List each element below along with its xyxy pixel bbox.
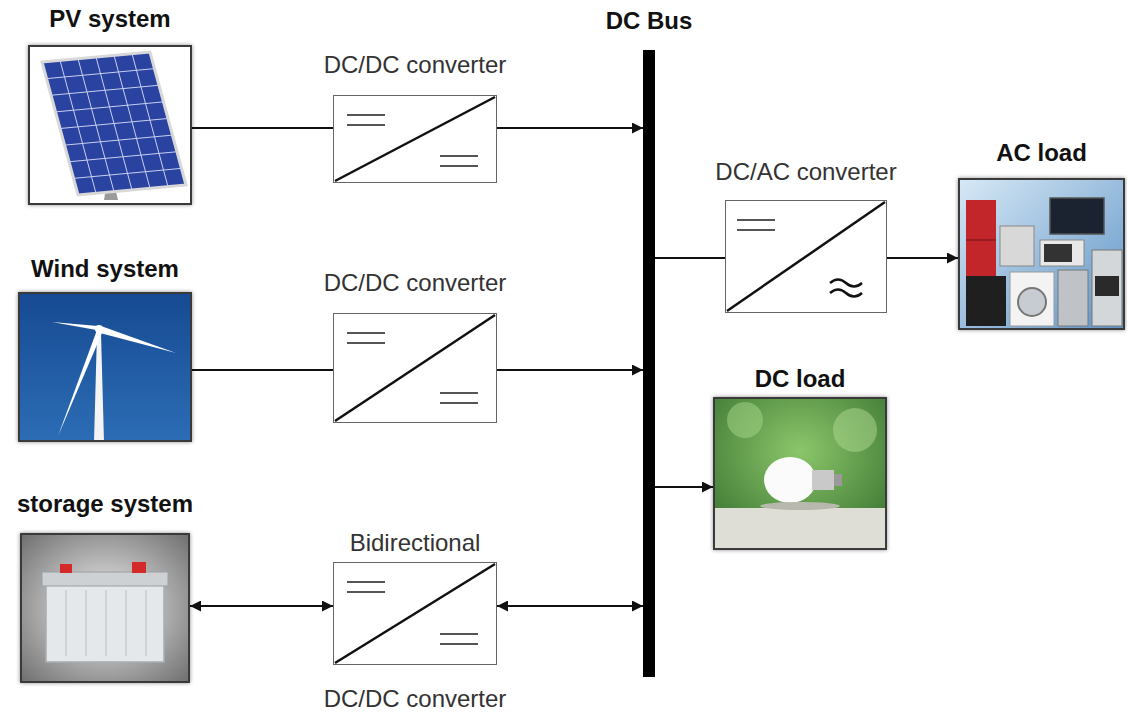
connector-line: [190, 605, 333, 607]
node-heading: PV system: [49, 5, 170, 33]
node-heading: AC load: [996, 139, 1087, 167]
node-heading: DC load: [755, 365, 846, 393]
converter-label: DC/DC converter: [324, 269, 507, 297]
inverter-symbol: [727, 202, 885, 311]
battery: [20, 533, 190, 683]
converter-label: Bidirectional: [350, 529, 481, 557]
solar-panel: [28, 45, 192, 205]
converter-box: BidirectionalDC/DC converter: [333, 562, 497, 665]
connector-line: [192, 369, 333, 371]
converter-symbol: [335, 564, 495, 663]
converter-label: DC/AC converter: [715, 158, 896, 186]
converter-label: DC/DC converter: [324, 51, 507, 79]
converter-box: DC/DC converter: [333, 95, 497, 183]
connector-line: [497, 369, 643, 371]
light-bulb: [713, 397, 887, 550]
storage-system-box: storage system: [20, 533, 190, 683]
dc-bus: DC Bus: [643, 50, 655, 677]
converter-label: DC/DC converter: [324, 685, 507, 713]
node-heading: DC Bus: [606, 7, 693, 35]
node-heading: storage system: [17, 490, 193, 518]
connector-line: [192, 127, 333, 129]
wind-turbine: [18, 292, 192, 442]
converter-symbol: [335, 97, 495, 181]
dc-load-box: DC load: [713, 397, 887, 550]
connector-line: [655, 257, 725, 259]
converter-box: DC/DC converter: [333, 313, 497, 423]
connector-line: [887, 257, 958, 259]
connector-line: [497, 605, 643, 607]
converter-symbol: [335, 315, 495, 421]
appliances: [958, 178, 1125, 330]
pv-system-box: PV system: [28, 45, 192, 205]
connector-line: [655, 486, 713, 488]
node-heading: Wind system: [31, 255, 179, 283]
inverter-box: DC/AC converter: [725, 200, 887, 313]
wind-system-box: Wind system: [18, 292, 192, 442]
connector-line: [497, 127, 643, 129]
ac-load-box: AC load: [958, 178, 1125, 330]
